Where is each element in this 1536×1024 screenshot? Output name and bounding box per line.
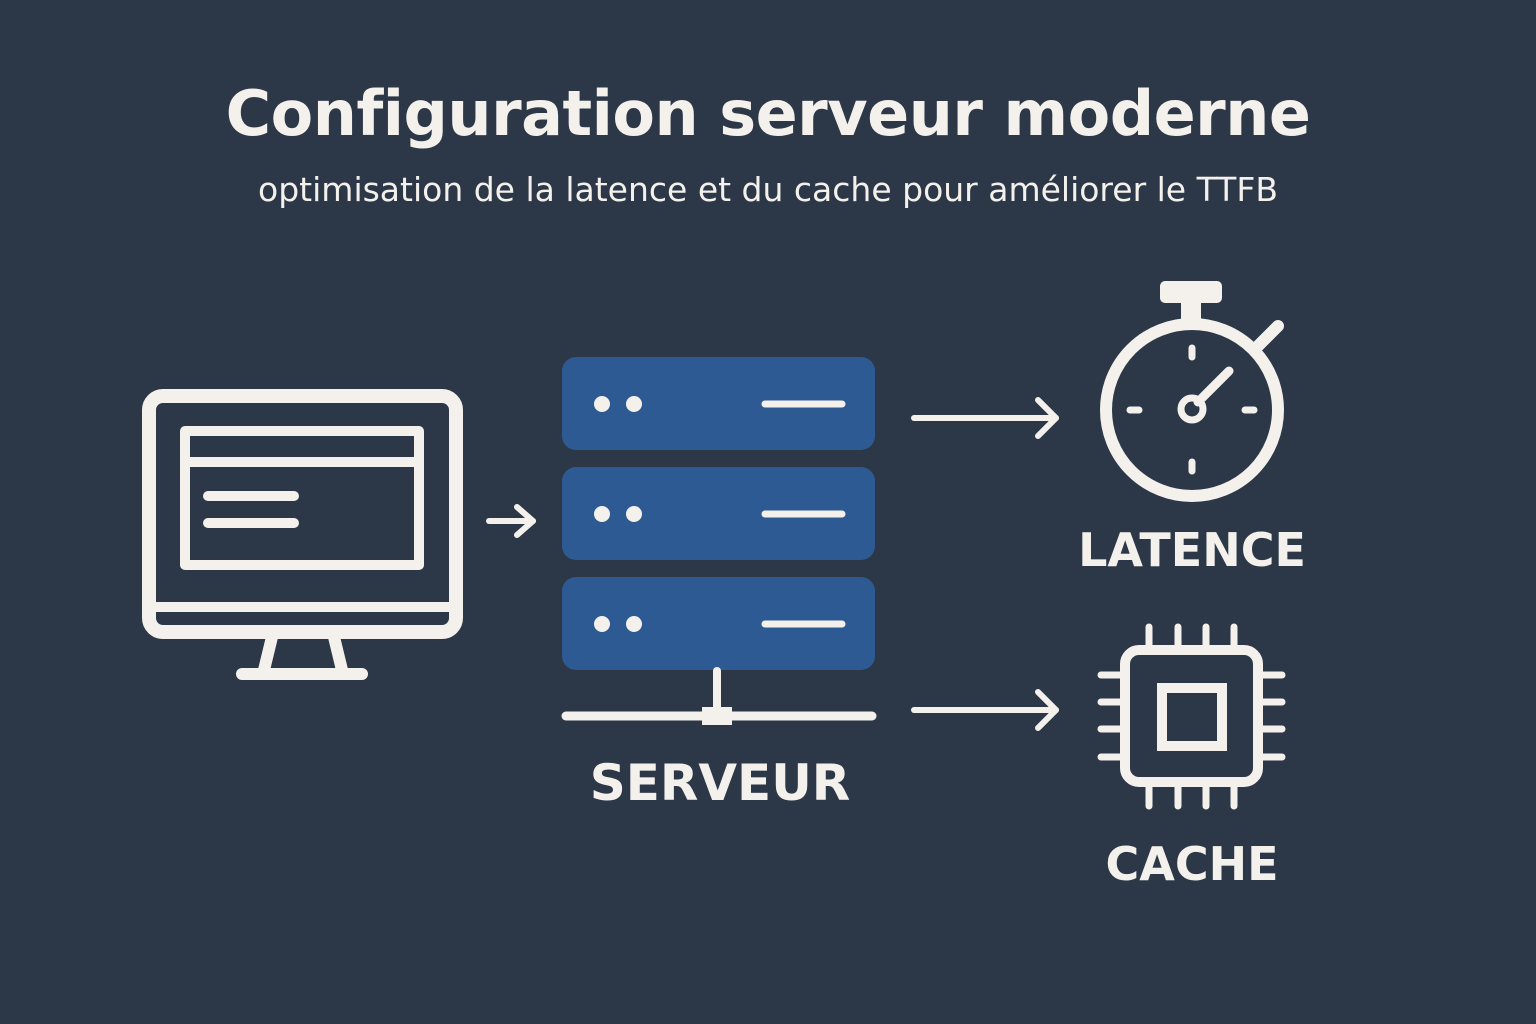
server-unit-1 <box>562 357 875 450</box>
server-unit-3 <box>562 577 875 670</box>
stopwatch-icon <box>1100 281 1284 502</box>
page-subtitle: optimisation de la latence et du cache p… <box>258 170 1278 209</box>
monitor-icon <box>142 389 463 680</box>
arrow-server-to-latency <box>911 397 1059 439</box>
cache-label: CACHE <box>1105 837 1278 891</box>
arrow-server-to-cache <box>911 689 1059 731</box>
latency-label: LATENCE <box>1078 523 1306 577</box>
chip-icon <box>1097 623 1286 810</box>
server-unit-2 <box>562 467 875 560</box>
server-label: SERVEUR <box>590 754 851 812</box>
server-rack-icon <box>561 357 877 725</box>
arrow-client-to-server <box>486 504 536 538</box>
page-title: Configuration serveur moderne <box>225 77 1311 150</box>
